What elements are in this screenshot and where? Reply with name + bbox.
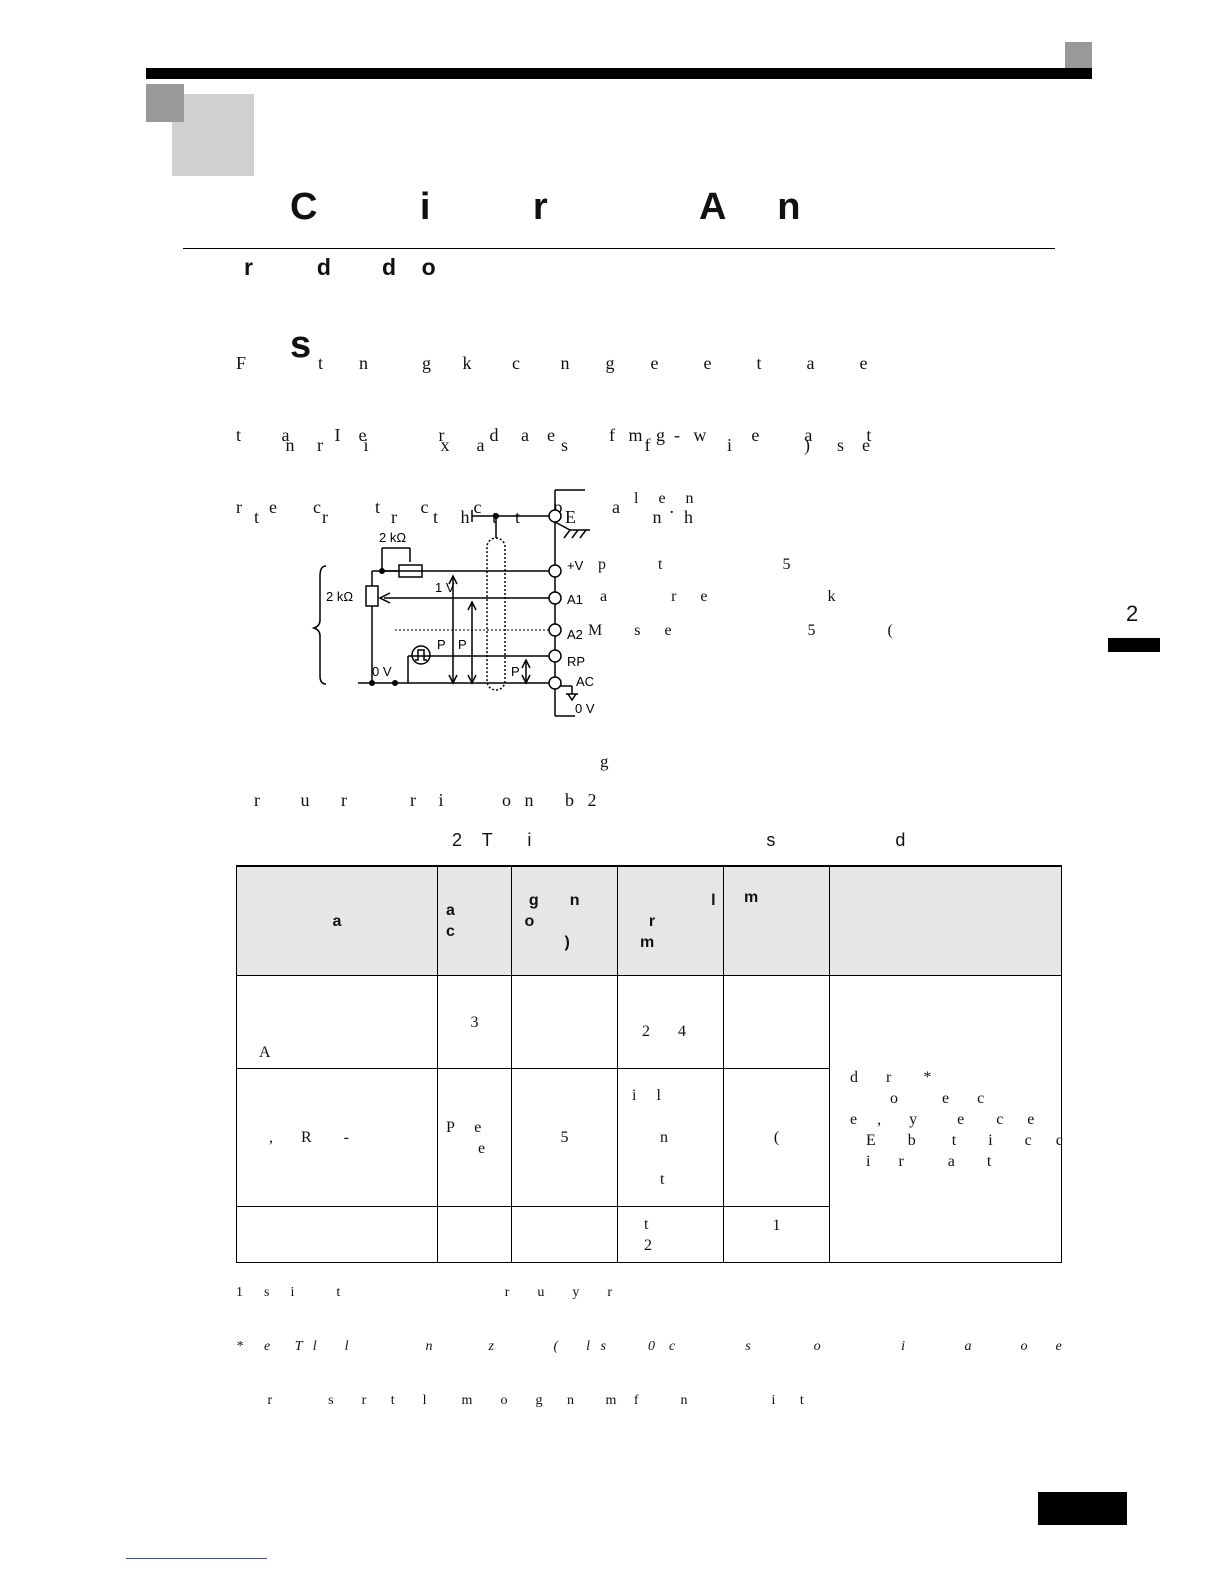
table-cell: P e e [437, 1068, 512, 1207]
table-cell: 2 4 [617, 975, 724, 1069]
table-caption: 2 T i s d [452, 830, 906, 850]
paragraph-1-line: t a I e r d a e f m g - w e a t [236, 425, 872, 445]
chapter-tab-bar [1108, 638, 1160, 652]
terminal-plus-v [548, 564, 562, 578]
table-row: , R - P e e 5 i l n t ( [236, 1068, 1062, 1207]
resistor-left [365, 585, 379, 607]
table-header [829, 865, 1062, 976]
label-term-a2: A2 [567, 627, 583, 642]
paragraph-2-line: n r i x a s f i ) s e [236, 435, 870, 455]
label-p2: P [458, 637, 467, 652]
shield-outline [486, 537, 506, 691]
table-row: t 2 1 [236, 1206, 1062, 1263]
paragraph-2: n r i x a s f i ) s e t r r t h t t E [236, 385, 1036, 553]
chapter-tab-number: 2 [1126, 601, 1139, 626]
table-notes: 1 s i t r u y r * e T l l n z ( [236, 1248, 1062, 1428]
label-term-a1: A1 [567, 592, 583, 607]
terminal-a2 [548, 623, 562, 637]
table-cell [723, 975, 830, 1069]
table-cell: ( [723, 1068, 830, 1207]
table-cell [511, 975, 618, 1069]
terminal-rp [548, 649, 562, 663]
label-term-rp: RP [567, 654, 585, 669]
label-term-plus-v: +V [567, 558, 584, 573]
table-header-row: a a c g n o ) l r m m [236, 865, 1062, 976]
title-decor-square-light [172, 94, 254, 176]
label-res-left: 2 kΩ [326, 589, 353, 604]
table-cell: 5 [511, 1068, 618, 1207]
table-cell: i l n t [617, 1068, 724, 1207]
table-cell [511, 1206, 618, 1263]
table-cell: 3 [437, 975, 512, 1069]
paragraph-1-line: F t n g k c n g e e t a e [236, 353, 868, 373]
table-cell: t 2 [617, 1206, 724, 1263]
table-row: A 3 2 4 d r * o e c e , y e c e E b t i … [236, 975, 1063, 1263]
table-header: m [723, 865, 830, 976]
terminal-a1 [548, 591, 562, 605]
table-merged-note: d r * o e c e , y e c e E b t i c c i r … [829, 975, 1063, 1263]
table-cell [236, 1206, 438, 1263]
table-cell: A [236, 975, 438, 1069]
footer-link-underline[interactable] [126, 1558, 267, 1559]
spec-table: a a c g n o ) l r m m A 3 2 4 d r * o [236, 865, 1063, 1263]
table-cell: 1 [723, 1206, 830, 1263]
header-corner-square [1065, 42, 1092, 69]
page-title: C i r A n s [290, 92, 1070, 414]
label-term-ac: AC [576, 674, 594, 689]
table-header: l r m [617, 865, 724, 976]
terminal-ac [548, 676, 562, 690]
note-line: 1 s i t r u y r [236, 1285, 613, 1300]
table-cell [437, 1206, 512, 1263]
paragraph-1-line: r e c t c c p a . [236, 497, 674, 517]
section-divider [183, 248, 1055, 249]
page-title-line2: s [290, 324, 314, 366]
desc-a1: a r e k [600, 588, 836, 605]
body-line: r u r r i o n b 2 [254, 790, 597, 810]
table-header: g n o ) [511, 865, 618, 976]
table-header: a [236, 865, 438, 976]
note-line: * e T l l n z ( l s 0 c s o i a [236, 1339, 1062, 1354]
paragraph-1: F t n g k c n g e e t a e t a I e r d a … [236, 303, 1036, 543]
label-res-top: 2 kΩ [379, 530, 406, 545]
figure-caption: g [600, 752, 609, 771]
desc-ground: l e n [634, 490, 694, 507]
terminal-ground [548, 509, 562, 523]
wiring-diagram: 2 kΩ 2 kΩ 1 V 0 V P P P +V A1 A2 RP AC 0… [311, 489, 595, 717]
label-p1: P [437, 637, 446, 652]
page-title-line1: C i r A n [290, 186, 803, 228]
header-bar [146, 68, 1092, 79]
table-cell: , R - [236, 1068, 438, 1207]
table-header: a c [437, 865, 512, 976]
page-number-box [1038, 1492, 1127, 1525]
section-heading: r d d o [244, 254, 436, 280]
label-0v-left: 0 V [372, 664, 392, 679]
label-p3: P [511, 664, 520, 679]
note-line: r s r t l m o g n m f n i t [236, 1393, 804, 1408]
title-decor-square-dark [146, 84, 184, 122]
desc-plus-v: p t 5 [598, 556, 791, 573]
label-voltage: 1 V [435, 580, 455, 595]
desc-a2: M s e 5 ( [588, 622, 893, 639]
pulse-source [411, 645, 431, 665]
label-0v-right: 0 V [575, 701, 595, 716]
